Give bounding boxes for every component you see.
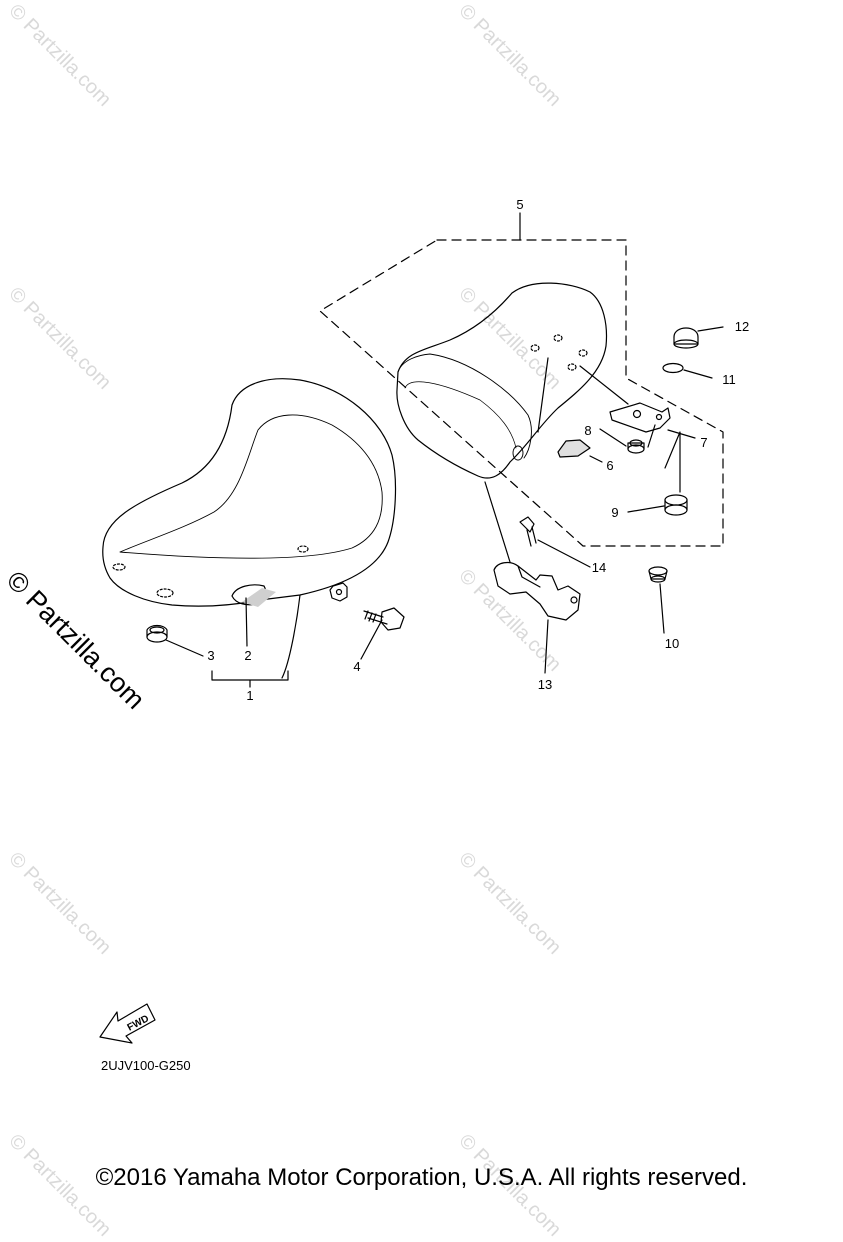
leader-14: [537, 539, 591, 568]
leader-6: [589, 455, 603, 463]
callout-10: 10: [665, 636, 679, 651]
diagram-code: 2UJV100-G250: [101, 1058, 191, 1073]
callout-4: 4: [353, 659, 360, 674]
leader-seat-13: [484, 481, 511, 563]
callout-7: 7: [700, 435, 707, 450]
leader-seat-7: [579, 365, 629, 405]
leader-9-path: [647, 424, 681, 493]
callout-13: 13: [538, 677, 552, 692]
label-2: [242, 588, 276, 607]
callout-9: 9: [611, 505, 618, 520]
cap-nut-12: [673, 327, 699, 349]
callout-5: 5: [516, 197, 523, 212]
hook-bracket-13: [493, 561, 581, 621]
leader-11: [683, 369, 713, 379]
bolt-4: [363, 607, 405, 631]
fwd-arrow-icon: [99, 1003, 156, 1044]
leader-10: [659, 583, 665, 634]
grommet-9: [664, 494, 688, 516]
damper-3: [146, 624, 168, 643]
leader-3: [165, 639, 204, 657]
callout-14: 14: [592, 560, 606, 575]
leader-9: [627, 505, 665, 513]
leader-12: [697, 326, 724, 332]
pin-14: [519, 516, 537, 547]
seat-parts-diagram: 5 12 11 8 7 6 9 14 10 3 2 4 13 1 FWD: [99, 197, 749, 1044]
washer-11: [662, 362, 684, 374]
copyright-notice: ©2016 Yamaha Motor Corporation, U.S.A. A…: [95, 1164, 748, 1191]
leader-7: [667, 429, 696, 439]
callout-11: 11: [722, 372, 736, 387]
callout-12: 12: [735, 319, 749, 334]
passenger-seat: [396, 282, 608, 479]
callout-6: 6: [606, 458, 613, 473]
leader-1-bracket: [211, 670, 289, 688]
leader-seat-hole: [537, 357, 549, 433]
bracket-7: [609, 402, 671, 433]
leader-8: [599, 428, 627, 447]
nut-8: [627, 439, 645, 454]
rider-seat: [102, 378, 397, 679]
callout-1: 1: [246, 688, 253, 703]
leader-4: [360, 619, 383, 660]
leader-13: [544, 619, 549, 674]
callout-8: 8: [584, 423, 591, 438]
collar-10: [648, 566, 668, 583]
callout-3: 3: [207, 648, 214, 663]
callout-2: 2: [244, 648, 251, 663]
clip-6: [557, 439, 591, 458]
assembly-outline-5: [319, 239, 724, 547]
leader-2: [245, 597, 248, 647]
